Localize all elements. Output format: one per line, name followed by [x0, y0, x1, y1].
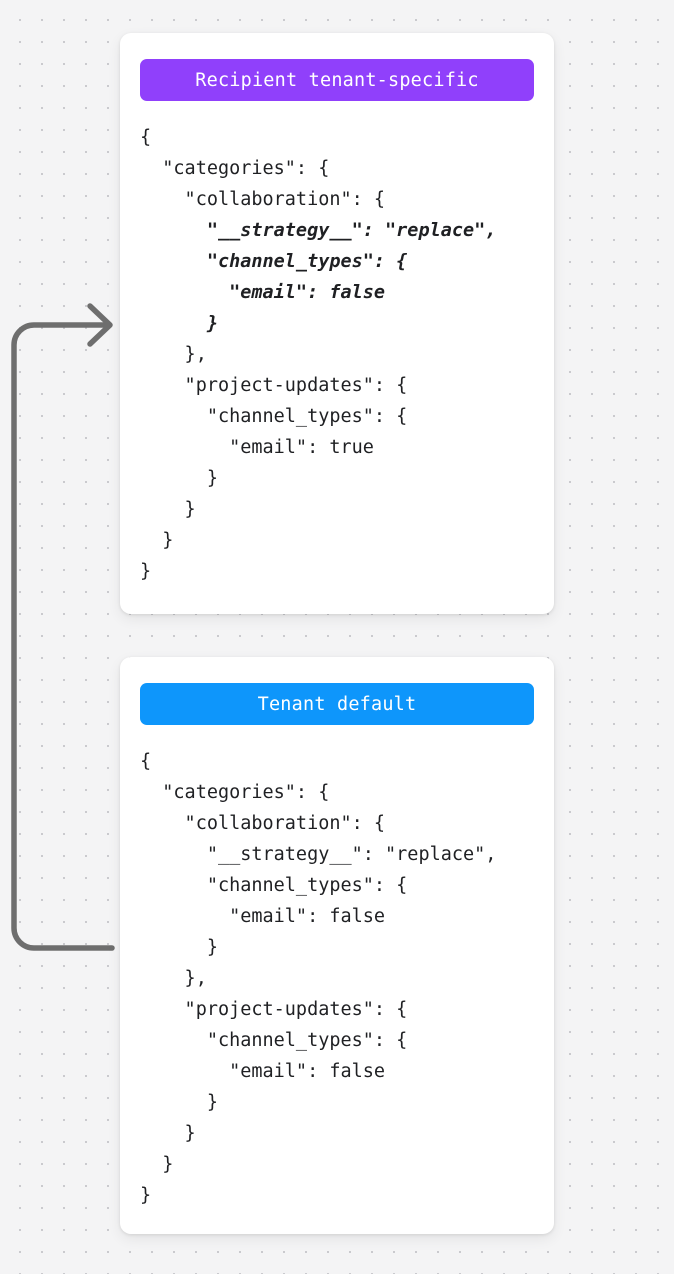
code-line: } [140, 1123, 196, 1144]
code-line: "channel_types": { [140, 406, 408, 427]
code-line: } [140, 499, 196, 520]
code-line: "project-updates": { [140, 375, 408, 396]
code-line: } [140, 1185, 152, 1206]
code-line: { [140, 127, 152, 148]
code-line: } [140, 1154, 174, 1175]
code-line: "email": false [140, 906, 386, 927]
card-tenant-default: Tenant default { "categories": { "collab… [120, 657, 554, 1234]
code-line: } [140, 937, 218, 958]
card-code-block-recipient-tenant-specific: { "categories": { "collaboration": { "__… [140, 122, 534, 587]
code-line: "channel_types": { [140, 1030, 408, 1051]
code-line: }, [140, 344, 207, 365]
code-line: "channel_types": { [140, 251, 408, 272]
card-header-tenant-default: Tenant default [140, 683, 534, 725]
code-line: "categories": { [140, 158, 330, 179]
card-header-recipient-tenant-specific: Recipient tenant-specific [140, 59, 534, 101]
code-line: "email": false [140, 1061, 386, 1082]
arrow-path [11, 322, 115, 951]
code-line: "email": true [140, 437, 374, 458]
code-line: } [140, 561, 152, 582]
code-line: { [140, 751, 152, 772]
code-line: "email": false [140, 282, 386, 303]
code-line: "channel_types": { [140, 875, 408, 896]
code-line: } [140, 530, 174, 551]
card-header-label: Tenant default [257, 693, 417, 715]
code-line: "__strategy__": "replace", [140, 844, 497, 865]
card-code-block-tenant-default: { "categories": { "collaboration": { "__… [140, 746, 534, 1211]
code-line: }, [140, 968, 207, 989]
code-line: "project-updates": { [140, 999, 408, 1020]
code-line: "categories": { [140, 782, 330, 803]
code-line: "collaboration": { [140, 813, 386, 834]
code-line: "__strategy__": "replace", [140, 220, 497, 241]
code-line: } [140, 313, 218, 334]
card-recipient-tenant-specific: Recipient tenant-specific { "categories"… [120, 33, 554, 614]
card-header-label: Recipient tenant-specific [195, 69, 479, 91]
code-line: } [140, 468, 218, 489]
code-line: } [140, 1092, 218, 1113]
arrow-head-icon [87, 303, 113, 347]
code-line: "collaboration": { [140, 189, 386, 210]
